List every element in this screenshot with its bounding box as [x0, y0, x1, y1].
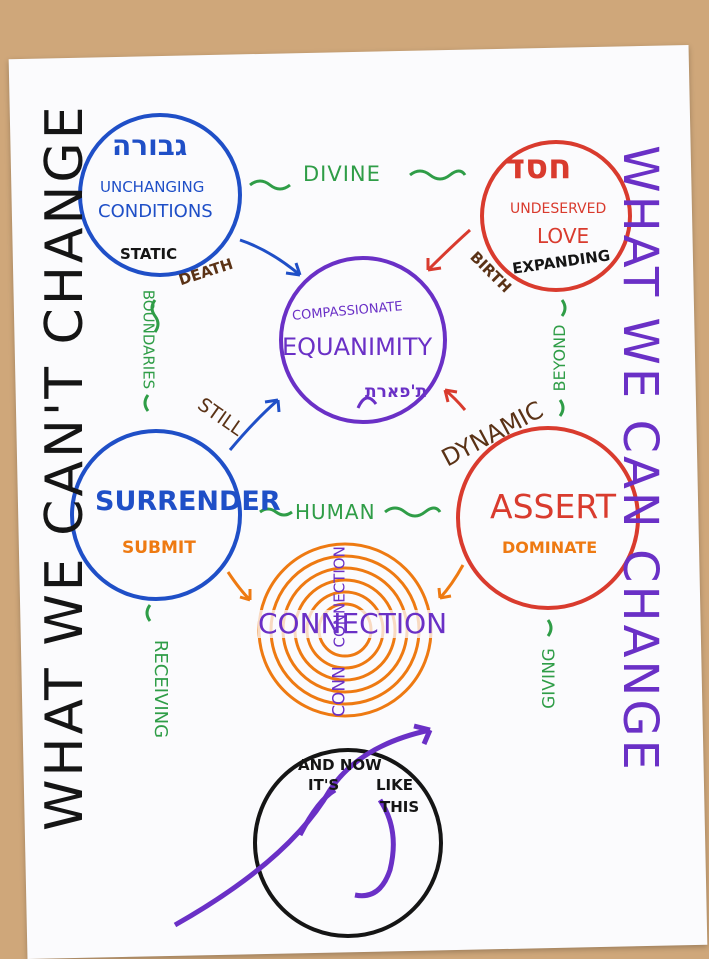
- center-circle: [279, 256, 447, 424]
- label-beyond: BEYOND: [550, 324, 569, 392]
- top-right-circle: [480, 140, 632, 292]
- top-left-word: STATIC: [120, 245, 178, 263]
- label-human: HUMAN: [295, 500, 376, 524]
- label-giving: GIVING: [539, 648, 560, 709]
- top-right-line1: UNDESERVED: [510, 201, 607, 217]
- right-circle: [456, 426, 640, 610]
- side-right-label: WHAT WE CAN CHANGE: [612, 145, 668, 773]
- top-left-hebrew: גבורה: [112, 129, 188, 162]
- center-line2: EQUANIMITY: [282, 333, 433, 361]
- side-left-label: WHAT WE CAN'T CHANGE: [35, 103, 95, 831]
- blue-arrows: [228, 238, 302, 451]
- label-divine: DIVINE: [303, 162, 381, 186]
- connection-title: CONNECTION: [258, 607, 448, 640]
- now-text4: THIS: [380, 798, 420, 816]
- top-right-hebrew: חסד: [505, 147, 572, 187]
- label-receiving: RECEIVING: [150, 639, 171, 739]
- left-title: SURRENDER: [95, 486, 281, 517]
- right-sub: DOMINATE: [502, 538, 598, 557]
- orange-arrows: [226, 564, 465, 602]
- left-circle: [70, 429, 242, 601]
- top-left-circle: [78, 113, 242, 277]
- now-text3: LIKE: [376, 776, 414, 794]
- now-text2: IT'S: [308, 776, 340, 794]
- red-arrows: [426, 228, 472, 411]
- now-circle: [253, 748, 443, 938]
- top-right-line2: LOVE: [537, 224, 590, 248]
- connection-top-word: CONNECTION: [330, 546, 349, 648]
- left-sub: SUBMIT: [122, 538, 196, 558]
- center-squiggle: [356, 396, 378, 409]
- purple-arrow: [173, 723, 433, 928]
- top-left-line1: UNCHANGING: [100, 178, 205, 196]
- connection-bottom-word: CONN: [329, 666, 350, 717]
- now-text1: AND NOW: [298, 756, 382, 774]
- top-left-line2: CONDITIONS: [98, 201, 213, 222]
- center-hebrew: ת'פארת: [365, 382, 428, 402]
- label-boundaries: BOUNDARIES: [139, 289, 158, 390]
- green-connectors: [143, 169, 567, 637]
- right-title: ASSERT: [490, 487, 617, 526]
